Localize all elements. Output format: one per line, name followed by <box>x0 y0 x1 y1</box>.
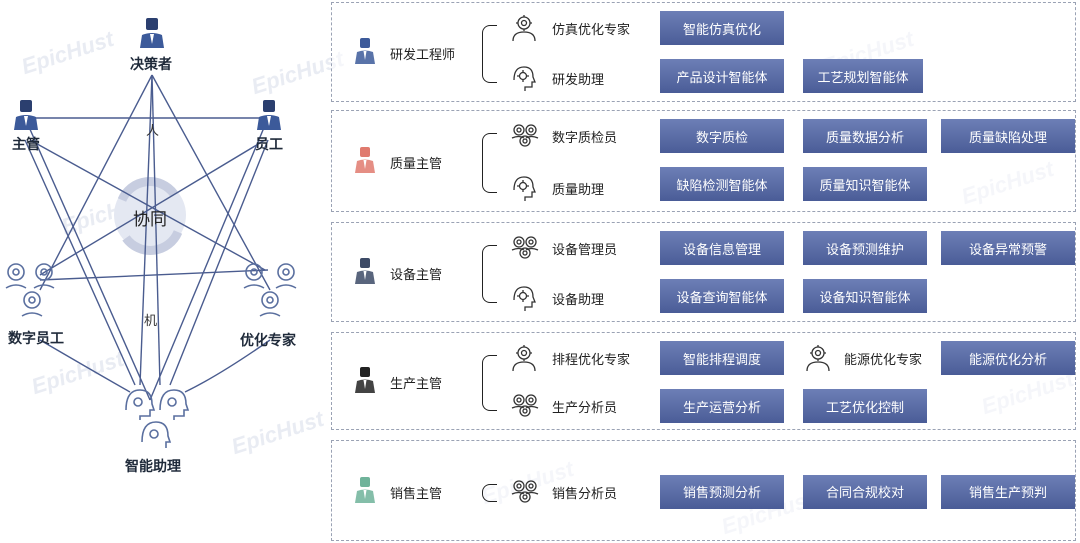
assistant-icon <box>510 174 538 206</box>
bracket <box>482 483 497 502</box>
capability-button[interactable]: 工艺规划智能体 <box>803 59 923 93</box>
digital-worker-icon <box>510 122 540 154</box>
smart-assistant-icon <box>125 389 190 448</box>
role-person-icon <box>354 147 376 177</box>
role-title: 销售主管 <box>390 486 443 502</box>
smart-assistant-label: 智能助理 <box>125 459 181 475</box>
role-panel: 质量主管 数字质检员质量助理 数字质检质量数据分析质量缺陷处理缺陷检测智能体质量知识… <box>331 110 1076 212</box>
sub-role-label: 仿真优化专家 <box>552 23 631 38</box>
expert-icon <box>510 344 538 376</box>
sub-role-label: 数字质检员 <box>552 131 618 146</box>
capability-button[interactable]: 设备异常预警 <box>941 231 1075 265</box>
capability-button[interactable]: 设备查询智能体 <box>660 279 784 313</box>
machine-label: 机 <box>144 314 158 329</box>
role-person-icon <box>354 38 376 68</box>
sub-role-label: 能源优化专家 <box>844 353 923 368</box>
capability-button[interactable]: 能源优化分析 <box>941 341 1075 375</box>
capability-button[interactable]: 合同合规校对 <box>803 474 927 509</box>
manager-icon <box>14 100 38 130</box>
sub-role-label: 设备管理员 <box>552 243 618 258</box>
employee-label: 员工 <box>255 137 283 153</box>
bracket <box>482 133 497 193</box>
role-title: 设备主管 <box>390 268 443 283</box>
bracket <box>482 25 497 83</box>
network-lines <box>24 74 271 401</box>
capability-button[interactable]: 质量缺陷处理 <box>941 119 1075 153</box>
collaboration-diagram: 决策者 主管 员工 人 协同 机 数字员工 优化专家 <box>0 0 320 543</box>
capability-button[interactable]: 销售生产预判 <box>941 474 1075 509</box>
role-panel: 研发工程师 仿真优化专家研发助理 智能仿真优化产品设计智能体工艺规划智能体 <box>331 2 1076 102</box>
capability-button[interactable]: 质量数据分析 <box>803 119 927 153</box>
role-title: 质量主管 <box>390 157 443 172</box>
digital-worker-icon <box>5 263 55 317</box>
role-title: 生产主管 <box>390 377 443 392</box>
sub-role-label: 生产分析员 <box>552 401 618 416</box>
digital-worker-icon <box>510 478 540 510</box>
digital-worker-icon <box>510 392 540 424</box>
bracket <box>482 245 497 303</box>
capability-button[interactable]: 工艺优化控制 <box>803 389 927 423</box>
capability-button[interactable]: 质量知识智能体 <box>803 167 927 201</box>
capability-button[interactable]: 设备知识智能体 <box>803 279 927 313</box>
assistant-icon <box>510 64 538 96</box>
capability-button[interactable]: 设备预测维护 <box>803 231 927 265</box>
role-person-icon <box>354 476 376 507</box>
collaboration-label: 协同 <box>133 210 167 230</box>
digital-worker-icon <box>510 234 540 266</box>
sub-role-label: 销售分析员 <box>552 486 618 502</box>
role-panel: 销售主管 销售分析员 销售预测分析合同合规校对销售生产预判 <box>331 440 1076 541</box>
sub-role-label: 设备助理 <box>552 293 605 308</box>
capability-button[interactable]: 销售预测分析 <box>660 474 784 509</box>
decision-maker-icon <box>140 18 164 48</box>
capability-button[interactable]: 生产运营分析 <box>660 389 784 423</box>
role-title: 研发工程师 <box>390 48 456 63</box>
capability-button[interactable]: 智能仿真优化 <box>660 11 784 45</box>
expert-icon <box>804 344 832 376</box>
role-person-icon <box>354 367 376 397</box>
optimization-expert-label: 优化专家 <box>240 333 296 349</box>
employee-icon <box>257 100 281 130</box>
sub-role-label: 研发助理 <box>552 73 605 88</box>
sub-role-label: 排程优化专家 <box>552 353 631 368</box>
human-label: 人 <box>146 124 160 139</box>
capability-button[interactable]: 产品设计智能体 <box>660 59 784 93</box>
manager-label: 主管 <box>12 137 40 153</box>
optimization-expert-icon <box>243 263 297 317</box>
digital-worker-label: 数字员工 <box>8 331 64 347</box>
role-person-icon <box>354 258 376 288</box>
capability-button[interactable]: 缺陷检测智能体 <box>660 167 784 201</box>
capability-button[interactable]: 智能排程调度 <box>660 341 784 375</box>
role-panel: 生产主管 排程优化专家生产分析员 智能排程调度 能源优化分析生产运营分析工艺优化控制 能… <box>331 332 1076 430</box>
capability-button[interactable]: 数字质检 <box>660 119 784 153</box>
bracket <box>482 355 497 411</box>
assistant-icon <box>510 284 538 316</box>
sub-role-label: 质量助理 <box>552 183 605 198</box>
expert-icon <box>510 14 538 46</box>
decision-maker-label: 决策者 <box>130 57 172 73</box>
role-panel: 设备主管 设备管理员设备助理 设备信息管理设备预测维护设备异常预警设备查询智能体设备… <box>331 222 1076 322</box>
capability-button[interactable]: 设备信息管理 <box>660 231 784 265</box>
